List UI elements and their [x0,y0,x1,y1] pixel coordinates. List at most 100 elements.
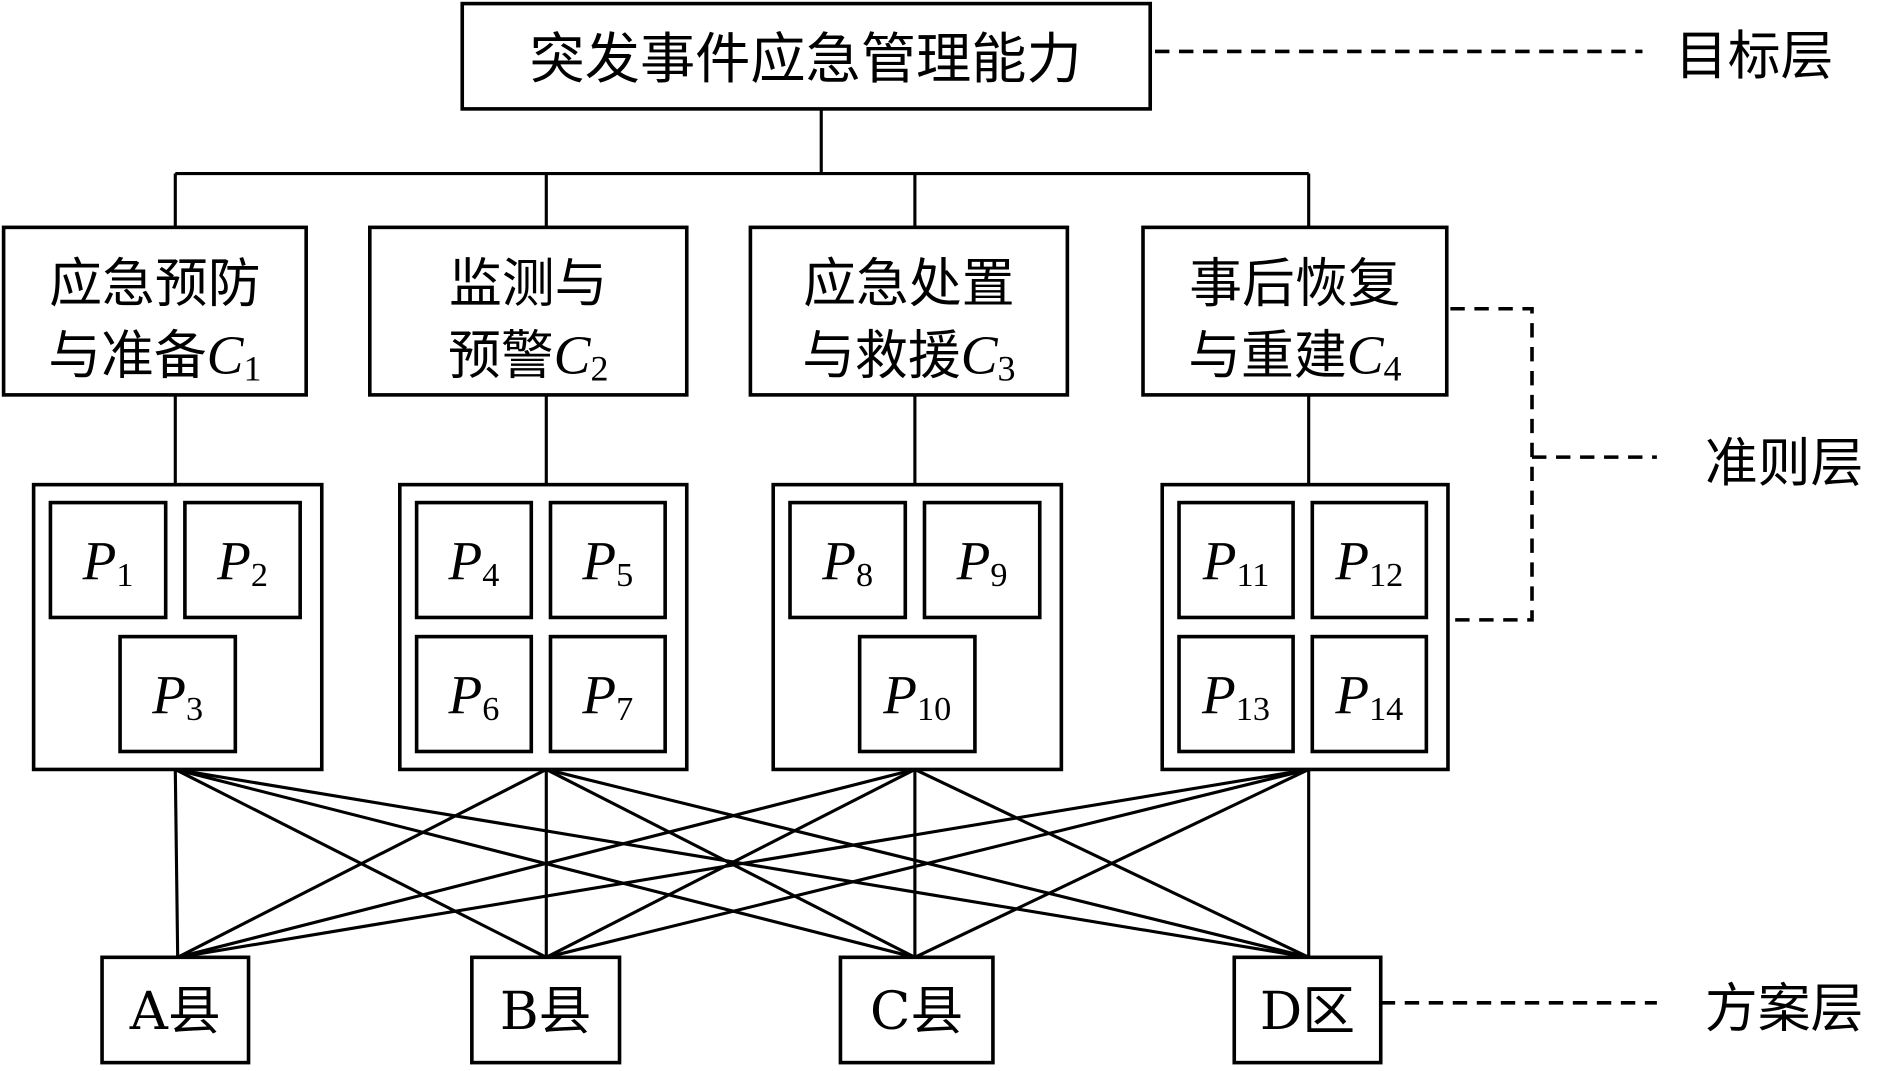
indicator-label-symbol: P [882,664,917,725]
indicator-label-subscript: 13 [1236,691,1270,728]
indicator-label-symbol: P [956,530,991,591]
indicator-label: P11 [1202,530,1270,594]
indicator-label-subscript: 4 [482,557,499,594]
alternative-node-2: B县 [470,955,622,1065]
connection-c3-alt2 [545,768,916,959]
indicator-node: P12 [1310,500,1429,620]
indicator-box [48,500,168,620]
indicator-label-symbol: P [1334,664,1369,725]
indicator-label: P10 [882,664,951,728]
criterion-label-line1: 应急处置 [803,254,1014,315]
connection-c4-alt2 [545,767,1310,959]
alternative-nodes: A县 B县 C县 D区 [100,955,1383,1065]
indicator-node: P11 [1177,500,1295,620]
indicator-node: P8 [788,500,908,620]
indicator-label-subscript: 9 [990,557,1007,594]
criterion-name: 与准备 [48,325,206,386]
alternative-box [470,955,622,1065]
indicator-box [183,500,302,620]
alternative-box [838,955,995,1065]
connection-c2-alt1 [176,768,548,959]
indicator-node: P14 [1310,634,1429,754]
criterion-label-line2: 与准备C1 [48,324,261,388]
indicator-label-symbol: P [1202,530,1237,591]
connection-c4-alt3 [914,768,1310,959]
criterion-label-line1: 应急预防 [49,254,260,315]
indicator-box [118,634,238,754]
indicator-label-symbol: P [448,530,483,591]
criterion-label-line2: 与救援C3 [802,324,1015,388]
criterion-box [748,225,1070,397]
goal-layer-label: 目标层 [1675,26,1833,87]
goal-label: 突发事件应急管理能力 [530,28,1082,92]
criterion-box [1141,225,1449,397]
indicator-label-subscript: 6 [482,691,499,728]
indicator-label-symbol: P [216,530,251,591]
indicator-label: P2 [216,530,268,594]
criterion-symbol: C [554,324,592,385]
alternative-node-1: A县 [100,955,251,1065]
indicator-label: P7 [581,664,633,728]
indicator-box [1310,500,1429,620]
alternative-box [100,955,251,1065]
indicator-label: P1 [82,530,134,594]
indicator-node: P10 [857,634,977,754]
indicator-box [1177,500,1295,620]
criterion-label-line1: 事后恢复 [1189,254,1400,315]
indicator-label: P4 [448,530,500,594]
indicator-label-symbol: P [581,530,616,591]
criterion-label-line2: 预警C2 [448,324,608,388]
indicator-label: P5 [581,530,633,594]
indicator-node: P4 [414,500,534,620]
indicator-label-symbol: P [151,664,186,725]
indicator-label-subscript: 12 [1369,557,1403,594]
alternative-label: D区 [1260,981,1355,1042]
alternative-node-3: C县 [838,955,995,1065]
indicator-box [548,634,667,754]
indicator-label-subscript: 14 [1369,691,1403,728]
criterion-symbol: C [207,324,245,385]
criterion-symbol: C [961,324,999,385]
criterion-label-line2: 与重建C4 [1188,324,1401,388]
indicator-label-symbol: P [82,530,117,591]
alternative-box [1232,955,1383,1065]
indicator-label-symbol: P [448,664,483,725]
criteria-layer-bracket [1450,306,1534,622]
criterion-subscript: 3 [998,349,1016,389]
indicator-box [1177,634,1295,754]
indicator-node: P5 [548,500,667,620]
indicator-node: P7 [548,634,667,754]
goal-box [460,1,1153,111]
criteria-layer-label: 准则层 [1705,433,1863,494]
indicator-label-symbol: P [821,530,856,591]
indicator-label: P14 [1334,664,1403,728]
indicator-node: P3 [118,634,238,754]
criterion-box [367,225,689,397]
alternative-label: C县 [870,981,963,1042]
criterion-symbol: C [1347,324,1385,385]
criterion-subscript: 1 [244,349,262,389]
indicator-box [788,500,908,620]
connection-c1-alt1 [173,769,180,958]
alternative-label: B县 [500,981,592,1042]
alternative-connections [173,767,1311,959]
criterion-label-line1: 监测与 [449,254,607,315]
indicator-box [414,500,534,620]
indicator-label: P3 [151,664,203,728]
indicator-label-subscript: 8 [856,557,873,594]
indicator-label-subscript: 5 [616,557,633,594]
criterion-box [1,225,308,397]
indicator-label: P13 [1201,664,1270,728]
indicator-label-subscript: 7 [616,691,633,728]
indicator-label-subscript: 3 [186,691,203,728]
indicator-label: P9 [956,530,1008,594]
indicator-box [548,500,667,620]
indicator-label: P8 [821,530,873,594]
